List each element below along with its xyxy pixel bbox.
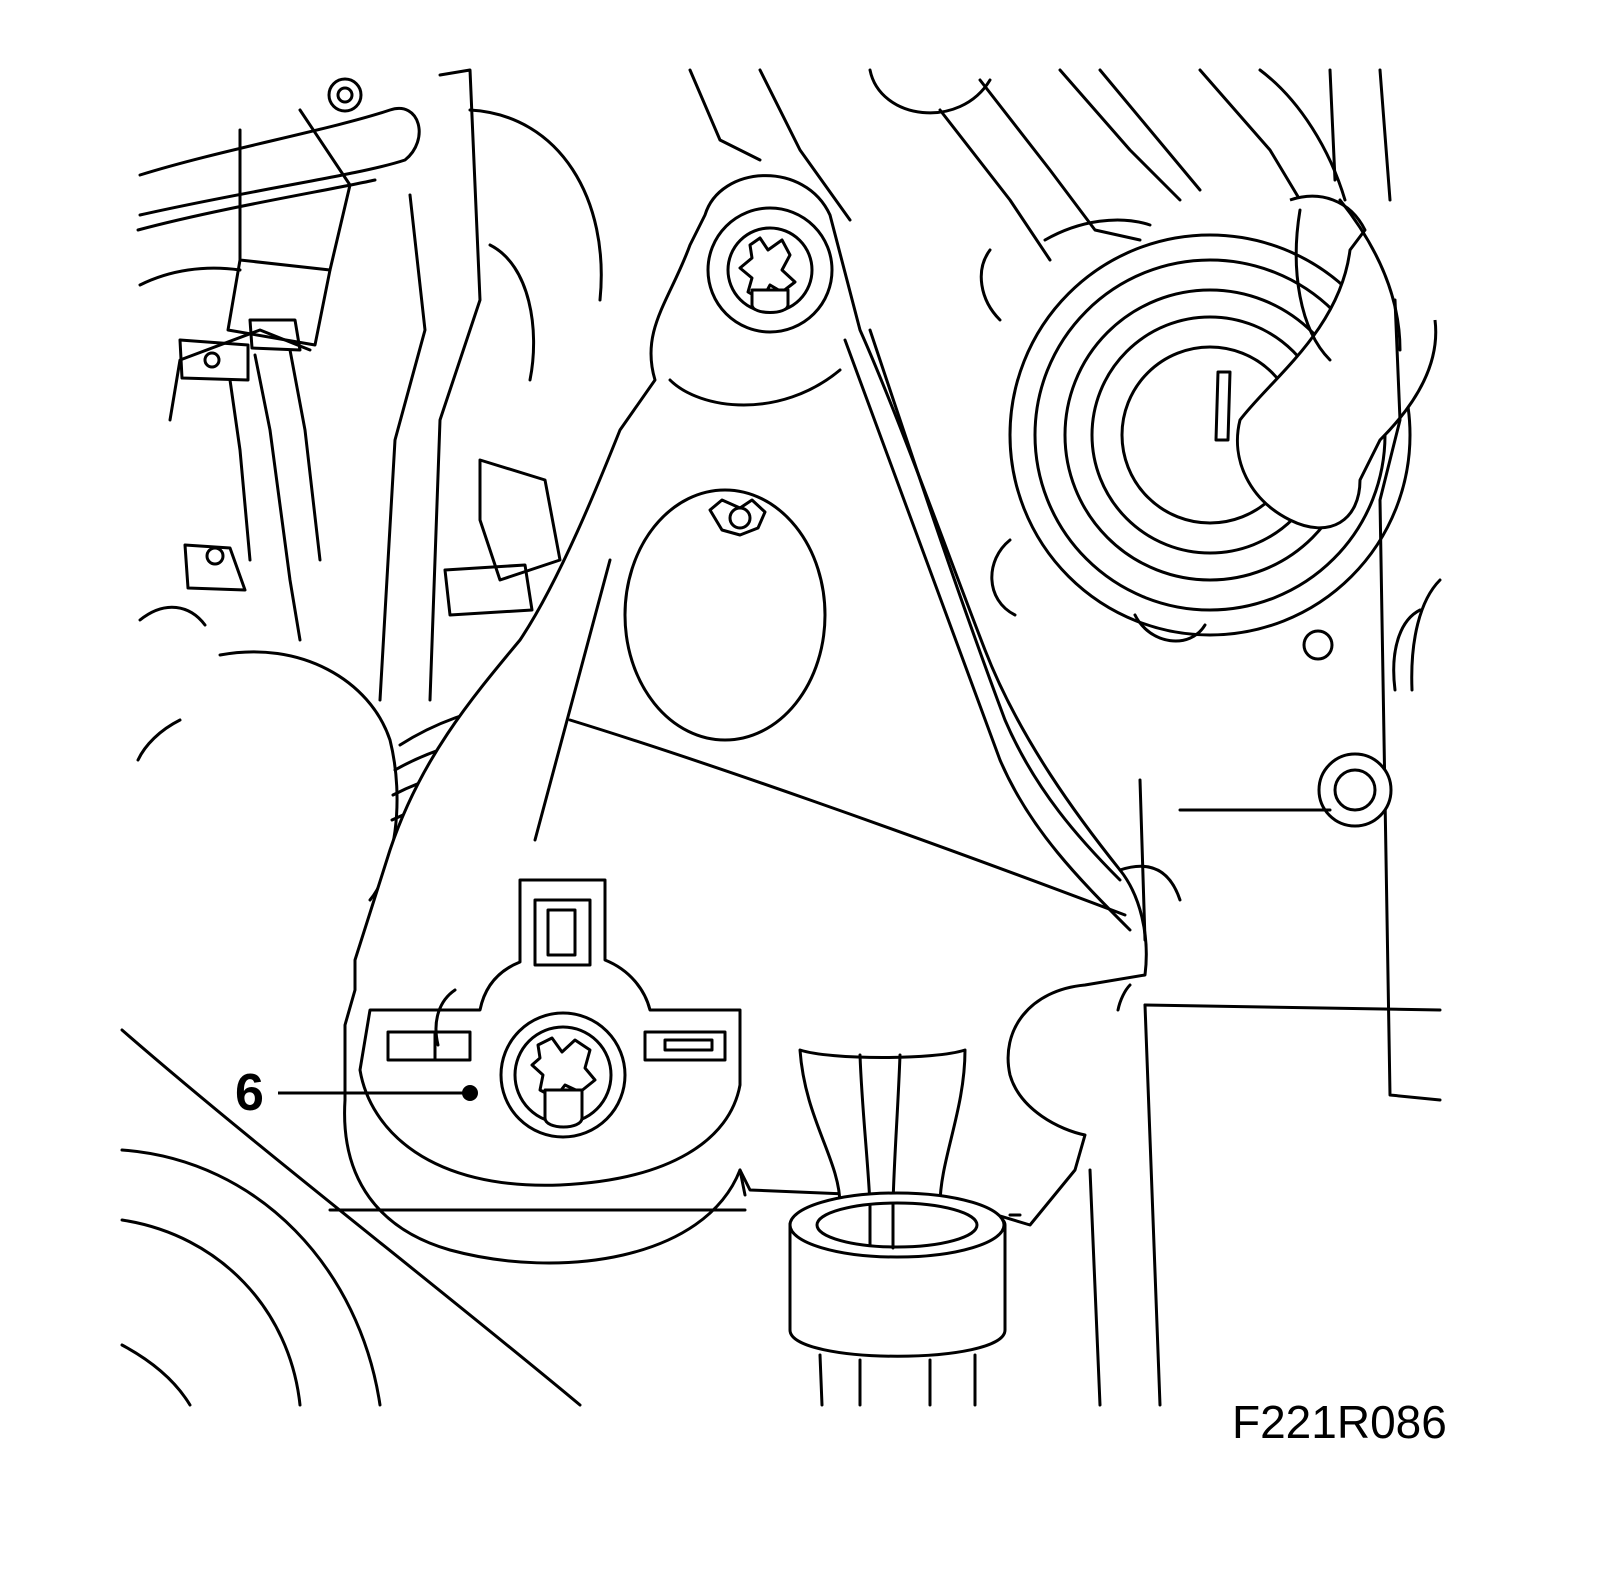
bracket-mounting-bolt bbox=[358, 878, 742, 1187]
callout-6-label: 6 bbox=[235, 1064, 264, 1122]
upper-left-components bbox=[136, 68, 603, 902]
right-components bbox=[688, 68, 1442, 1407]
callout-6: 6 bbox=[235, 1064, 478, 1122]
lower-center-components bbox=[738, 1048, 1022, 1407]
callout-6-dot bbox=[462, 1085, 478, 1101]
lower-left-arcs bbox=[120, 1028, 747, 1407]
figure-reference-code: F221R086 bbox=[1232, 1396, 1447, 1448]
